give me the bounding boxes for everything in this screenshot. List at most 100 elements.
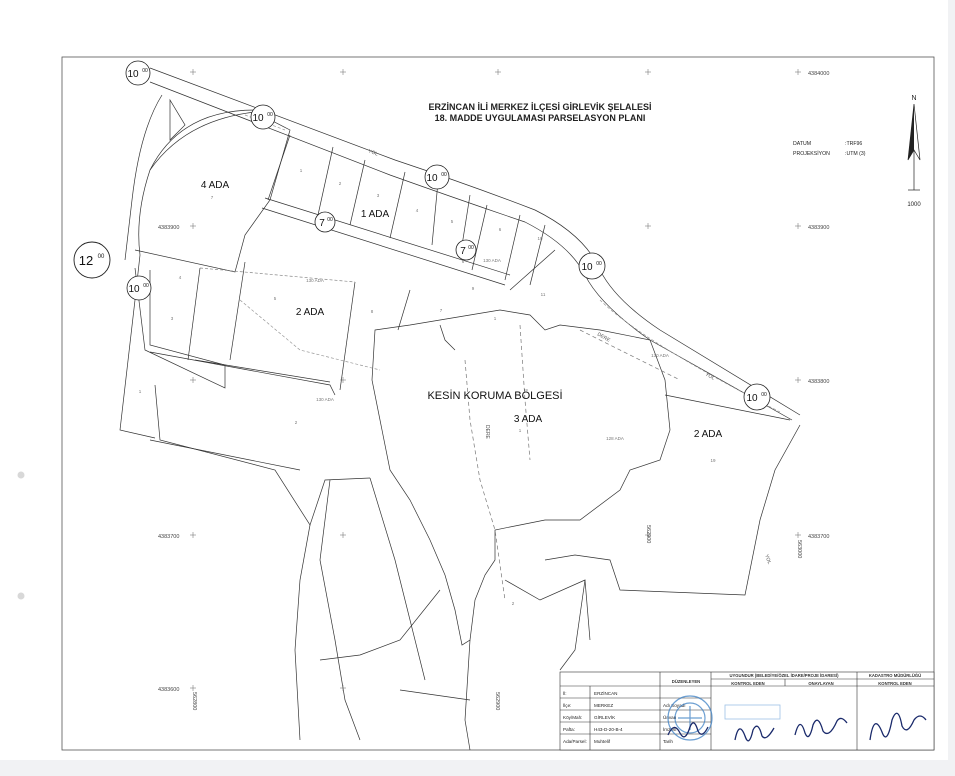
- svg-text:10: 10: [581, 262, 593, 273]
- official-stamp-icon: [724, 704, 781, 720]
- tb-row-label: Köy/Mah:: [563, 715, 582, 720]
- parcel-number: 10: [537, 236, 543, 241]
- parcel-number: 4: [416, 208, 419, 213]
- road-width-marker: 10 00: [125, 60, 151, 86]
- tb-row-value: H43-D-20-B-4: [594, 727, 623, 732]
- parcel-number: 2: [512, 601, 515, 606]
- parcel-number: 6: [499, 227, 502, 232]
- tb-duz-row: İmzası: [663, 726, 677, 732]
- road-label: YOL: [763, 554, 772, 566]
- parcel-number: 3: [377, 193, 380, 198]
- tb-uygundur: UYGUNDUR (BELEDİYE/ÖZEL İDARE/PROJE İDAR…: [729, 673, 839, 678]
- tb-kadastro: KADASTRO MÜDÜRLÜĞÜ: [869, 673, 921, 678]
- stream-label: DERE: [484, 425, 490, 440]
- road-label: YOL: [367, 148, 379, 157]
- coord-4383900-left: 4383900: [158, 225, 179, 231]
- tb-row-label: İlçe:: [563, 702, 571, 708]
- official-stamp-icon: [667, 695, 713, 741]
- road-width-marker: 7 00: [455, 239, 477, 261]
- tb-row-value: GİRLEVİK: [594, 714, 616, 720]
- tb-kontrol-eden: KONTROL EDEN: [731, 681, 764, 686]
- faint-ada-label: 128 ADA: [606, 436, 624, 441]
- road-width-marker: 10 00: [126, 275, 152, 301]
- coord-563000: 563000: [796, 540, 802, 558]
- tb-duz-row: Tarih: [663, 739, 673, 744]
- svg-text:10: 10: [252, 113, 264, 124]
- map-frame: [61, 56, 935, 751]
- tb-duz-row: Adı Soyadı: [663, 703, 685, 708]
- binder-hole-bottom: [17, 592, 25, 600]
- map-title-line2: 18. MADDE UYGULAMASI PARSELASYON PLANI: [435, 113, 646, 123]
- parcel-number: 19: [710, 458, 716, 463]
- road-width-marker: 10 00: [250, 104, 276, 130]
- coord-4383700-right: 4383700: [808, 534, 829, 540]
- svg-text:7: 7: [319, 218, 325, 229]
- svg-text:00: 00: [142, 68, 148, 74]
- projection-label: PROJEKSİYON: [793, 150, 830, 157]
- coord-4383700-left: 4383700: [158, 534, 179, 540]
- parcel-number: 2: [339, 181, 342, 186]
- svg-text:00: 00: [327, 217, 333, 223]
- tb-row-label: Pafta:: [563, 727, 575, 732]
- parcel-number: 1: [139, 389, 142, 394]
- faint-ada-label: 130 ADA: [316, 397, 334, 402]
- faint-ada-label: 130 ADA: [306, 278, 324, 283]
- coord-4383600: 4383600: [158, 687, 179, 693]
- faint-ada-label: 130 ADA: [483, 258, 501, 263]
- svg-text:10: 10: [127, 69, 139, 80]
- tb-row-value: Muhtelif: [594, 739, 611, 744]
- road-width-marker: 10 00: [578, 252, 606, 280]
- svg-text:00: 00: [143, 283, 149, 289]
- svg-text:00: 00: [441, 172, 447, 178]
- datum-label: DATUM: [793, 141, 811, 147]
- coord-562800: 562800: [191, 692, 197, 710]
- tb-onaylayan: ONAYLAYAN: [808, 681, 833, 686]
- tb-row-label: İl:: [563, 690, 567, 696]
- faint-ada-label: 130 ADA: [651, 353, 669, 358]
- parcel-number: 3: [171, 316, 174, 321]
- coord-4384000: 4384000: [808, 71, 829, 77]
- parcel-number: 7: [211, 195, 214, 200]
- road-width-marker: 10 00: [424, 164, 450, 190]
- binder-hole-top: [17, 471, 25, 479]
- grid-crosses: [190, 69, 801, 691]
- svg-text:N: N: [911, 95, 916, 102]
- parcel-number: 6: [462, 259, 465, 264]
- svg-text:10: 10: [746, 393, 758, 404]
- coord-562900-a: 562900: [645, 525, 651, 543]
- map-title-line1: ERZİNCAN İLİ MERKEZ İLÇESİ GİRLEVİK ŞELA…: [428, 102, 651, 112]
- svg-text:7: 7: [460, 246, 466, 257]
- ada-label-2-left: 2 ADA: [296, 307, 325, 318]
- parcel-numbers: 1 2 3 4 5 6 7 8 9 10 11 1 2 3 4 5 6 7 1 …: [139, 168, 716, 606]
- svg-text:00: 00: [596, 261, 602, 267]
- parcel-number: 2: [295, 420, 298, 425]
- parcel-number: 1: [519, 428, 522, 433]
- svg-text:00: 00: [98, 254, 105, 260]
- coord-562900-b: 562900: [494, 692, 500, 710]
- tb-duz-row: Ünvan: [663, 714, 677, 720]
- projection-value: :UTM (3): [845, 151, 866, 157]
- coord-4383900-right: 4383900: [808, 225, 829, 231]
- svg-text:00: 00: [761, 392, 767, 398]
- parcel-number: 7: [440, 308, 443, 313]
- datum-value: :TRF96: [845, 141, 862, 147]
- tb-duzenleyen: DÜZENLEYEN: [672, 679, 700, 684]
- title-block: [559, 671, 935, 751]
- ada-label-1: 1 ADA: [361, 209, 390, 220]
- paper-sheet: [0, 0, 948, 760]
- ada-label-3: 3 ADA: [514, 414, 543, 425]
- tb-row-label: Ada/Parsel:: [563, 739, 587, 744]
- svg-text:00: 00: [468, 245, 474, 251]
- tb-row-value: ERZİNCAN: [594, 690, 617, 696]
- ada-label-2-right: 2 ADA: [694, 429, 723, 440]
- parcel-number: 5: [451, 219, 454, 224]
- parcel-number: 9: [472, 286, 475, 291]
- road-width-marker: 7 00: [314, 211, 336, 233]
- road-width-marker: 12 00: [73, 241, 111, 279]
- signature-icon: [667, 712, 927, 742]
- ada-label-4: 4 ADA: [201, 180, 230, 191]
- parcel-number: 5: [274, 296, 277, 301]
- svg-text:00: 00: [267, 112, 273, 118]
- parcel-number: 8: [371, 309, 374, 314]
- road-label: YOL: [704, 372, 716, 382]
